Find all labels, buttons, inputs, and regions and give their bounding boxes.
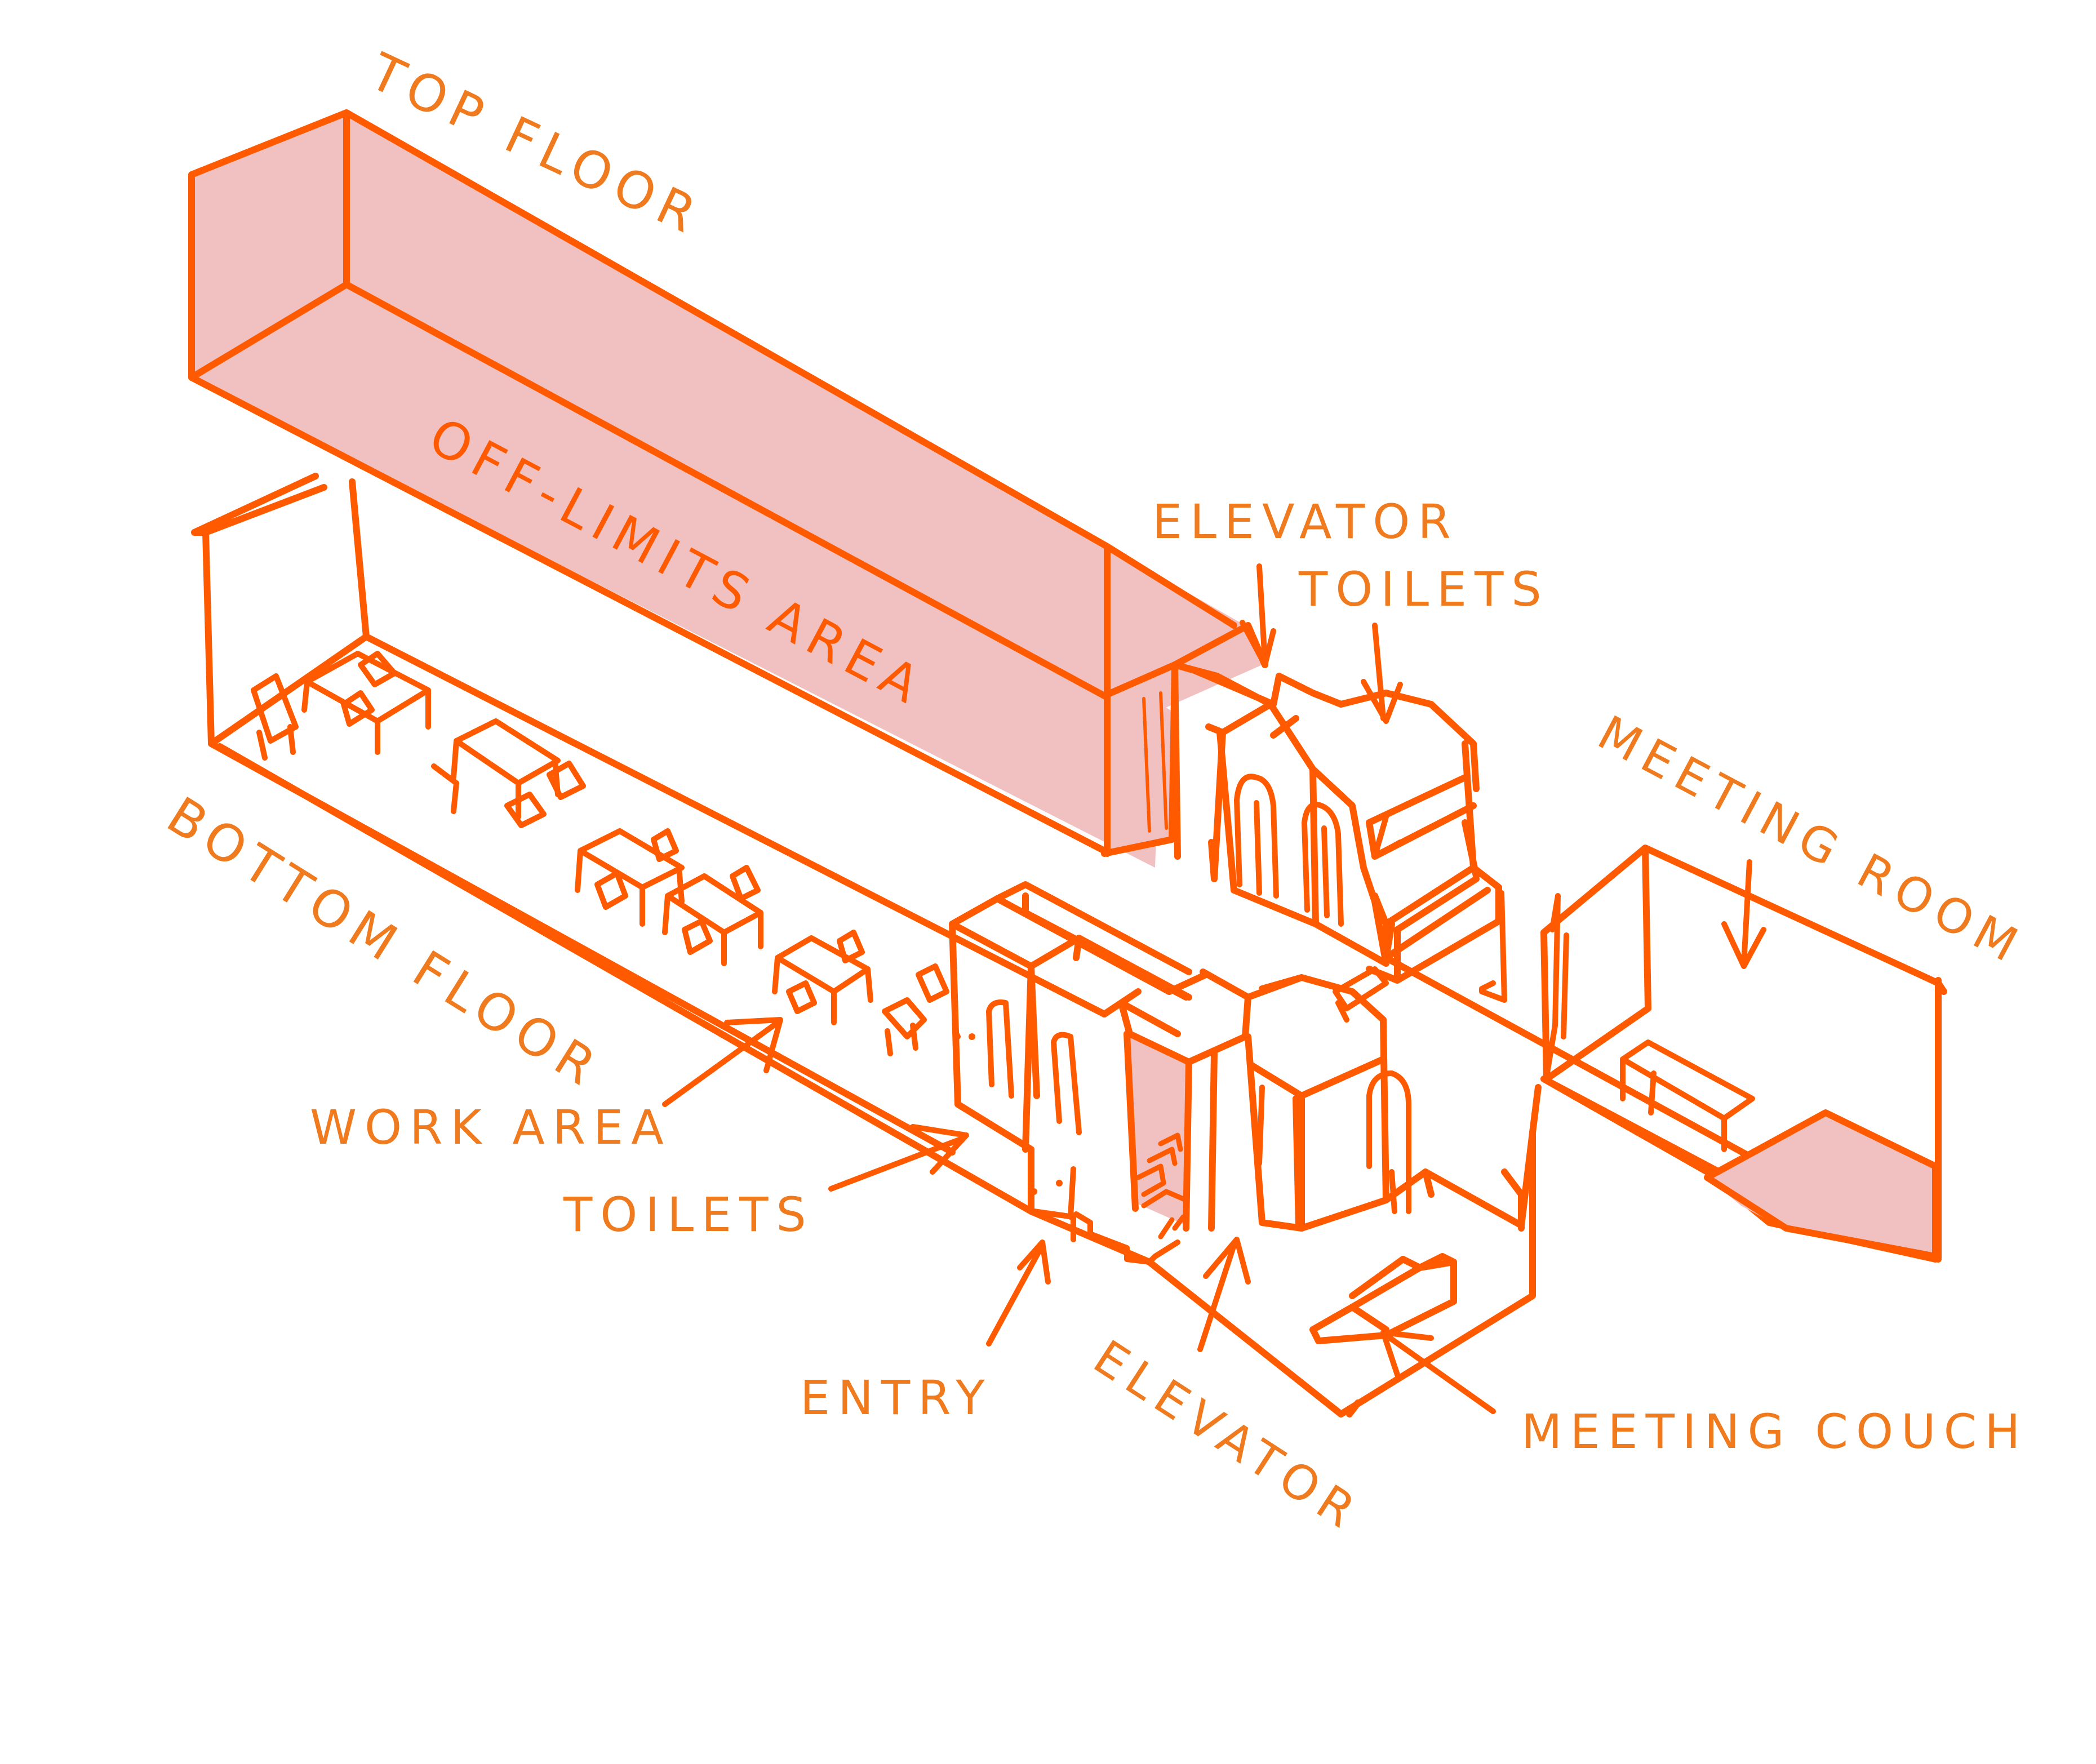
- meeting-room-label: MEETING ROOM: [1589, 705, 2033, 976]
- meeting-room-floor-edge: [1704, 1109, 1939, 1260]
- bottom-core-block: [949, 881, 1536, 1344]
- bottom-floor-label: BOTTOM FLOOR: [157, 786, 612, 1101]
- annotation-arrows: [662, 563, 1766, 1414]
- elevator-top-label: ELEVATOR: [1152, 494, 1459, 549]
- entry-label: ENTRY: [800, 1370, 993, 1425]
- entry-door-handle-2: [1056, 1180, 1063, 1187]
- toilet-door-handle: [969, 1033, 975, 1040]
- off-limits-fill-end: [1104, 673, 1175, 851]
- elevator-bottom-label: ELEVATOR: [1084, 1330, 1371, 1543]
- toilets-bottom-label: TOILETS: [563, 1187, 814, 1242]
- top-floor-outline: [188, 109, 1268, 857]
- top-floor-hatch: [1142, 691, 1168, 833]
- top-floor-block: [188, 109, 1268, 868]
- work-area-desks: [251, 651, 961, 1056]
- meeting-room-floor-accent: [1707, 1116, 1938, 1256]
- toilets-top-label: TOILETS: [1298, 562, 1549, 617]
- meeting-couch-label: MEETING COUCH: [1521, 1404, 2028, 1459]
- stair-accent-fill: [1130, 1034, 1189, 1225]
- top-core-block: [1171, 661, 1502, 1023]
- work-area-label: WORK AREA: [310, 1100, 672, 1155]
- entry-door-handle: [1031, 1188, 1037, 1195]
